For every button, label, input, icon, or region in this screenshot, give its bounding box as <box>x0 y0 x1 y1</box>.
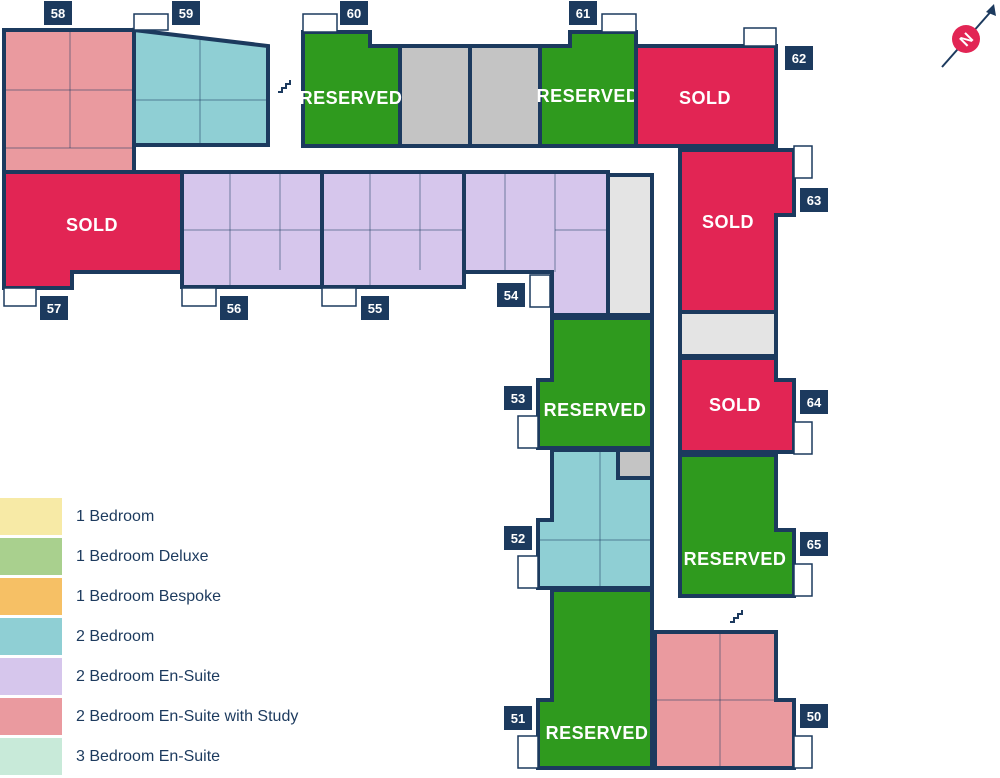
legend-swatch <box>0 698 62 735</box>
legend-swatch <box>0 658 62 695</box>
stairs-icon <box>278 80 743 623</box>
common-room-3 <box>606 173 654 317</box>
unit-63[interactable]: SOLD <box>678 148 796 314</box>
unit-badge-50: 50 <box>800 704 828 728</box>
unit-50[interactable] <box>653 630 796 770</box>
north-arrow-icon: N <box>941 4 996 68</box>
unit-badge-64: 64 <box>800 390 828 414</box>
unit-62[interactable]: SOLD <box>634 44 778 148</box>
legend-item-1-bedroom-bespoke: 1 Bedroom Bespoke <box>0 578 380 615</box>
legend-swatch <box>0 738 62 775</box>
svg-text:52: 52 <box>511 531 525 546</box>
legend-swatch <box>0 538 62 575</box>
unit-58[interactable] <box>2 28 136 174</box>
unit-53[interactable]: RESERVED <box>536 316 654 450</box>
legend-label: 1 Bedroom <box>76 507 155 525</box>
common-room-5 <box>616 448 654 480</box>
unit-badge-63: 63 <box>800 188 828 212</box>
legend-item-3-bedroom-en-suite: 3 Bedroom En-Suite <box>0 738 380 775</box>
svg-text:62: 62 <box>792 51 806 66</box>
unit-60-status: RESERVED <box>300 88 403 108</box>
legend: 1 Bedroom 1 Bedroom Deluxe 1 Bedroom Bes… <box>0 498 380 778</box>
legend-swatch <box>0 618 62 655</box>
svg-text:59: 59 <box>179 6 193 21</box>
svg-text:56: 56 <box>227 301 241 316</box>
svg-text:65: 65 <box>807 537 821 552</box>
unit-badge-58: 58 <box>44 1 72 25</box>
unit-64[interactable]: SOLD <box>678 356 796 454</box>
unit-badge-65: 65 <box>800 532 828 556</box>
unit-badge-55: 55 <box>361 296 389 320</box>
unit-badge-52: 52 <box>504 526 532 550</box>
legend-label: 2 Bedroom <box>76 627 155 645</box>
svg-text:64: 64 <box>807 395 822 410</box>
svg-text:60: 60 <box>347 6 361 21</box>
unit-54[interactable] <box>462 170 610 317</box>
legend-label: 2 Bedroom En-Suite <box>76 667 221 685</box>
unit-56[interactable] <box>180 170 324 289</box>
balconies <box>3 13 813 769</box>
unit-53-status: RESERVED <box>544 400 647 420</box>
unit-65[interactable]: RESERVED <box>678 453 796 598</box>
unit-badge-62: 62 <box>785 46 813 70</box>
legend-item-2-bedroom: 2 Bedroom <box>0 618 380 655</box>
legend-swatch <box>0 578 62 615</box>
unit-badge-54: 54 <box>497 283 525 307</box>
svg-text:51: 51 <box>511 711 525 726</box>
legend-item-2-bedroom-en-suite: 2 Bedroom En-Suite <box>0 658 380 695</box>
unit-64-status: SOLD <box>709 395 761 415</box>
svg-text:61: 61 <box>576 6 590 21</box>
unit-badge-51: 51 <box>504 706 532 730</box>
legend-item-2-bedroom-en-suite-with-study: 2 Bedroom En-Suite with Study <box>0 698 380 735</box>
svg-text:63: 63 <box>807 193 821 208</box>
unit-60[interactable]: RESERVED <box>300 30 403 148</box>
svg-text:55: 55 <box>368 301 382 316</box>
svg-text:57: 57 <box>47 301 61 316</box>
unit-57-status: SOLD <box>66 215 118 235</box>
legend-label: 2 Bedroom En-Suite with Study <box>76 707 299 725</box>
unit-63-status: SOLD <box>702 212 754 232</box>
svg-text:53: 53 <box>511 391 525 406</box>
legend-label: 1 Bedroom Bespoke <box>76 587 221 605</box>
svg-text:58: 58 <box>51 6 65 21</box>
svg-text:50: 50 <box>807 709 821 724</box>
legend-item-1-bedroom-deluxe: 1 Bedroom Deluxe <box>0 538 380 575</box>
unit-badge-53: 53 <box>504 386 532 410</box>
unit-59[interactable] <box>132 27 270 147</box>
common-room-1 <box>398 44 472 148</box>
unit-57[interactable]: SOLD <box>2 170 184 290</box>
unit-badge-59: 59 <box>172 1 200 25</box>
legend-label: 1 Bedroom Deluxe <box>76 547 209 565</box>
unit-61-status: RESERVED <box>537 86 640 106</box>
legend-swatch <box>0 498 62 535</box>
unit-55[interactable] <box>320 170 466 289</box>
unit-65-status: RESERVED <box>684 549 787 569</box>
unit-62-status: SOLD <box>679 88 731 108</box>
legend-label: 3 Bedroom En-Suite <box>76 747 221 765</box>
unit-badge-60: 60 <box>340 1 368 25</box>
unit-badge-57: 57 <box>40 296 68 320</box>
legend-item-1-bedroom: 1 Bedroom <box>0 498 380 535</box>
unit-51[interactable]: RESERVED <box>536 588 654 770</box>
svg-text:54: 54 <box>504 288 519 303</box>
unit-badge-61: 61 <box>569 1 597 25</box>
unit-61[interactable]: RESERVED <box>537 30 640 148</box>
unit-badge-56: 56 <box>220 296 248 320</box>
common-room-4 <box>678 310 778 358</box>
common-room-2 <box>468 44 542 148</box>
unit-51-status: RESERVED <box>546 723 649 743</box>
